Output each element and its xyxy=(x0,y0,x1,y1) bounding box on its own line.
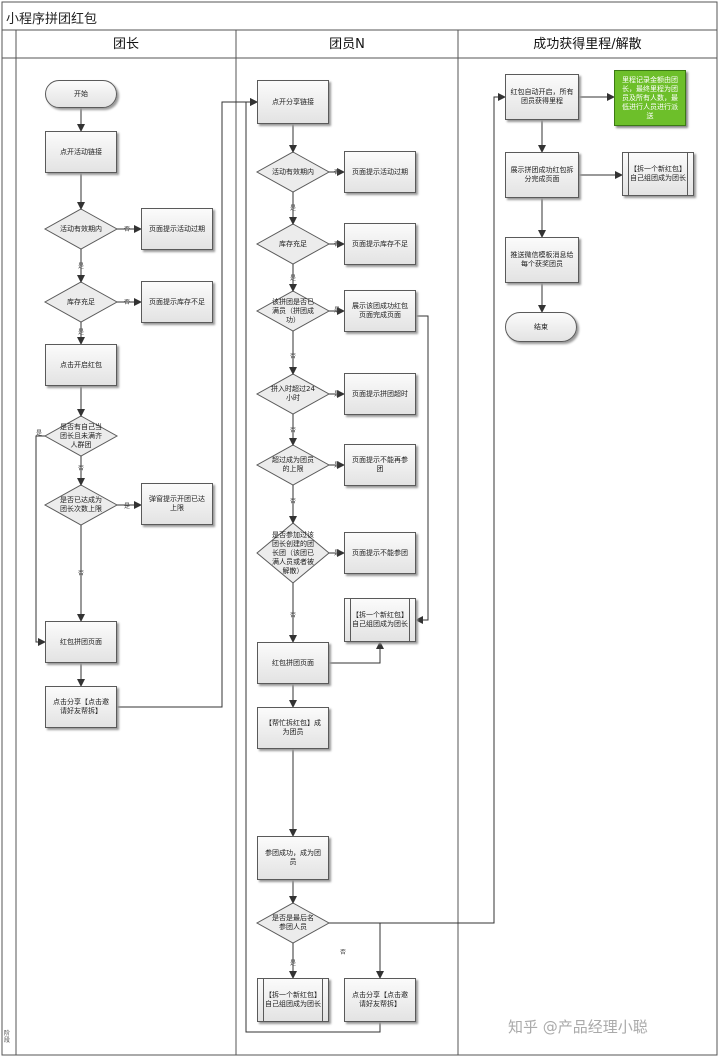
yes-label: 是 xyxy=(78,263,85,270)
yes-label: 是 xyxy=(124,503,131,510)
flow-connector xyxy=(117,98,258,708)
member-timeout-tip: 页面提示拼团超时 xyxy=(344,373,416,415)
yes-label: 是 xyxy=(334,462,341,469)
member-stock-decision: 库存充足 xyxy=(279,239,307,248)
end-node: 结束 xyxy=(505,312,577,342)
yes-label: 是 xyxy=(290,205,297,212)
no-label: 否 xyxy=(290,498,297,505)
flow-connector xyxy=(329,922,384,979)
lane-header-member: 团员N xyxy=(329,37,365,52)
flow-connector xyxy=(245,98,381,1033)
member-help-step: 【帮忙拆红包】成为团员 xyxy=(257,707,329,749)
member-stock-tip: 页面提示库存不足 xyxy=(344,223,416,265)
lane-header-leader: 团长 xyxy=(112,37,139,52)
yes-label: 是 xyxy=(290,960,297,967)
yes-label: 是 xyxy=(334,550,341,557)
leader-open-redpack-step: 点击开启红包 xyxy=(45,344,117,386)
phase-side-label: 阶段 xyxy=(4,1030,11,1044)
member-cannot-join-tip: 页面提示不能参团 xyxy=(344,532,416,574)
leader-expired-tip: 页面提示活动过期 xyxy=(141,208,213,250)
member-joined-decision: 是否参加过该团长创建的团长团（该团已满人员或者被解散） xyxy=(272,530,314,575)
no-label: 否 xyxy=(334,169,341,176)
member-join-success: 参团成功，成为团员 xyxy=(257,836,329,880)
flow-connector xyxy=(329,93,506,924)
no-label: 否 xyxy=(78,570,85,577)
member-new-group-subprocess-2: 【拆一个新红包】自己组团成为团长 xyxy=(257,978,329,1022)
member-share-step: 点击分享【点击邀请好友帮拆】 xyxy=(344,978,416,1022)
leader-group-page: 红包拼团页面 xyxy=(45,621,117,663)
leader-stock-decision: 库存充足 xyxy=(67,297,95,306)
member-last-decision: 是否是最后名参团人员 xyxy=(272,914,314,931)
start-node: 开始 xyxy=(45,80,117,108)
yes-label: 是 xyxy=(36,430,43,437)
no-label: 否 xyxy=(78,465,85,472)
diagram-title: 小程序拼团红包 xyxy=(6,12,98,27)
member-timeout-decision: 拼入时超过24小时 xyxy=(271,385,315,402)
leader-stock-tip: 页面提示库存不足 xyxy=(141,281,213,323)
member-new-group-subprocess: 【拆一个新红包】自己组团成为团长 xyxy=(344,598,416,642)
member-limit-tip: 页面提示不能再参团 xyxy=(344,444,416,486)
member-full-decision: 该拼团是否已满员（拼团成功） xyxy=(272,297,314,324)
member-expired-tip: 页面提示活动过期 xyxy=(344,151,416,193)
member-click-link-step: 点开分享链接 xyxy=(257,80,329,124)
flow-connector xyxy=(329,641,384,664)
yes-label: 是 xyxy=(334,307,341,314)
yes-label: 是 xyxy=(290,275,297,282)
leader-validity-decision: 活动有效期内 xyxy=(60,224,102,233)
lane-header-result: 成功获得里程/解散 xyxy=(533,37,642,52)
result-push-message-step: 推送微信模板消息给每个获奖团员 xyxy=(505,237,579,283)
yes-label: 是 xyxy=(334,391,341,398)
leader-limit-decision: 是否已达成为团长次数上限 xyxy=(60,496,102,513)
flow-connector xyxy=(415,315,429,624)
no-label: 否 xyxy=(340,949,347,956)
flow-connector xyxy=(35,435,46,646)
no-label: 否 xyxy=(290,353,297,360)
yes-label: 是 xyxy=(78,329,85,336)
no-label: 否 xyxy=(290,427,297,434)
no-label: 否 xyxy=(334,241,341,248)
result-success-page: 展示拼团成功红包拆分完成页面 xyxy=(505,152,579,198)
no-label: 否 xyxy=(124,226,131,233)
result-auto-open-step: 红包自动开启，所有团员获得里程 xyxy=(505,74,579,120)
result-mileage-note: 里程记录金额由团长，最终里程为团员及所有人数，最低进行人员进行派送 xyxy=(614,70,686,126)
member-group-page: 红包拼团页面 xyxy=(257,642,329,684)
member-validity-decision: 活动有效期内 xyxy=(272,167,314,176)
leader-open-group-decision: 是否有自己当团长且未满齐人群团 xyxy=(60,422,102,449)
leader-limit-tip: 弹窗提示开团已达上限 xyxy=(141,483,213,525)
zhihu-watermark: 知乎 @产品经理小聪 xyxy=(508,1018,648,1036)
no-label: 否 xyxy=(290,612,297,619)
member-full-page: 展示该团成功红包页面完成页面 xyxy=(344,290,416,332)
leader-click-link-step: 点开活动链接 xyxy=(45,131,117,173)
leader-share-step: 点击分享【点击邀请好友帮拆】 xyxy=(45,686,117,728)
member-limit-decision: 超过成为团员的上限 xyxy=(272,456,314,473)
result-new-group-subprocess: 【拆一个新红包】自己组团成为团长 xyxy=(622,152,694,196)
no-label: 否 xyxy=(124,299,131,306)
